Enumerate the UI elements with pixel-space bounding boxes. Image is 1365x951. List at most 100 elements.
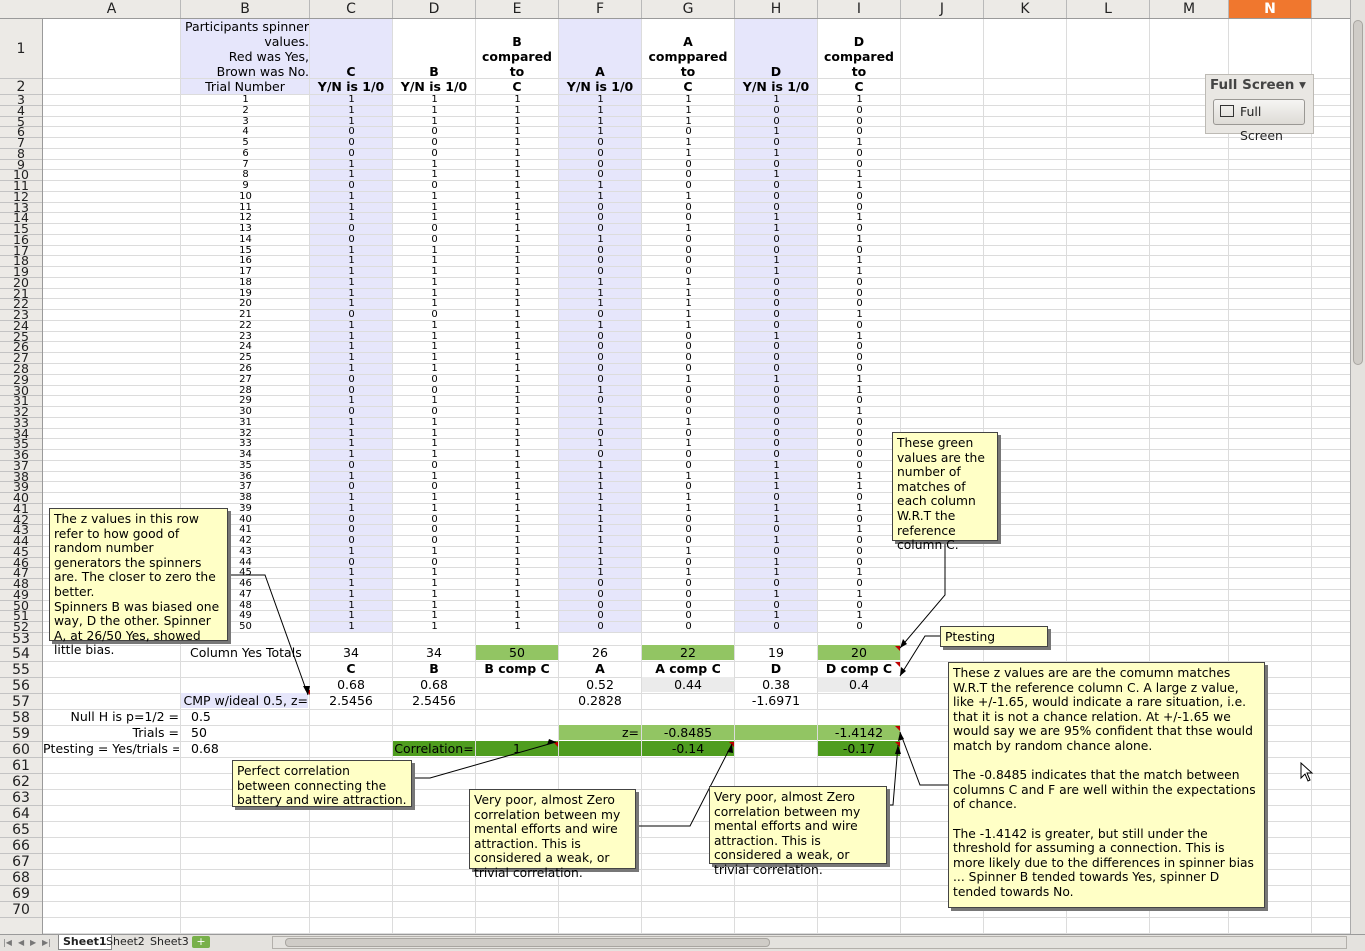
trial-cell-c[interactable]: 0	[348, 525, 355, 536]
trial-cell-c[interactable]: 0	[348, 148, 355, 159]
trial-cell-g[interactable]: 0	[685, 213, 692, 224]
trial-cell-i[interactable]: 1	[856, 170, 863, 181]
trial-cell-e[interactable]: 1	[514, 202, 521, 213]
trial-cell-c[interactable]: 1	[348, 471, 355, 482]
trial-cell-h[interactable]: 1	[773, 536, 780, 547]
trial-cell-h[interactable]: 1	[773, 170, 780, 181]
trial-cell-c[interactable]: 0	[348, 234, 355, 245]
column-header-a[interactable]: A	[43, 0, 181, 18]
trial-cell-e[interactable]: 1	[514, 288, 521, 299]
row-header[interactable]: 47	[0, 568, 42, 580]
horizontal-scrollbar[interactable]	[272, 936, 1347, 949]
chevron-down-icon[interactable]: ▾	[1299, 77, 1306, 93]
trial-cell-f[interactable]: 0	[597, 148, 604, 159]
trial-cell-d[interactable]: 1	[431, 364, 438, 374]
trial-cell-e[interactable]: 1	[514, 95, 521, 105]
trial-number-cell[interactable]: 18	[239, 277, 252, 288]
trial-cell-g[interactable]: 0	[685, 353, 692, 364]
trial-cell-f[interactable]: 0	[597, 450, 604, 461]
trial-cell-d[interactable]: 1	[431, 568, 438, 579]
trial-cell-f[interactable]: 0	[597, 589, 604, 600]
trial-cell-h[interactable]: 0	[773, 493, 780, 504]
trial-cell-d[interactable]: 0	[431, 460, 438, 471]
total-d[interactable]: 34	[426, 645, 442, 660]
trial-cell-i[interactable]: 0	[856, 450, 863, 461]
row-header[interactable]: 53	[0, 633, 42, 646]
trial-cell-f[interactable]: 0	[597, 428, 604, 439]
column-header-i[interactable]: I	[818, 0, 901, 18]
trial-cell-e[interactable]: 1	[514, 116, 521, 127]
trial-cell-e[interactable]: 1	[514, 245, 521, 256]
trial-cell-e[interactable]: 1	[514, 600, 521, 611]
trial-cell-i[interactable]: 1	[856, 234, 863, 245]
trial-number-cell[interactable]: 42	[239, 536, 252, 547]
row-header[interactable]: 35	[0, 439, 42, 451]
trial-number-cell[interactable]: 23	[239, 331, 252, 342]
trial-cell-f[interactable]: 1	[597, 460, 604, 471]
trial-cell-i[interactable]: 1	[856, 407, 863, 418]
tab-sheet3[interactable]: Sheet3	[150, 935, 189, 948]
trial-number-cell[interactable]: 25	[239, 353, 252, 364]
trial-cell-c[interactable]: 1	[348, 320, 355, 331]
trial-cell-e[interactable]: 1	[514, 234, 521, 245]
trial-cell-g[interactable]: 0	[685, 396, 692, 407]
trial-cell-i[interactable]: 1	[856, 310, 863, 321]
trial-cell-i[interactable]: 1	[856, 256, 863, 267]
row-header[interactable]: 15	[0, 224, 42, 235]
comment-marker-i54[interactable]	[895, 662, 900, 667]
trial-cell-e[interactable]: 1	[514, 557, 521, 568]
trial-cell-g[interactable]: 0	[685, 460, 692, 471]
trial-cell-g[interactable]: 1	[685, 224, 692, 235]
total-f[interactable]: 26	[592, 645, 608, 660]
trial-cell-f[interactable]: 0	[597, 396, 604, 407]
row-header[interactable]: 70	[0, 902, 42, 918]
trial-cell-d[interactable]: 1	[431, 213, 438, 224]
trial-cell-c[interactable]: 1	[348, 299, 355, 310]
z-h[interactable]: -1.6971	[751, 693, 801, 708]
trial-cell-i[interactable]: 1	[856, 589, 863, 600]
trial-number-cell[interactable]: 5	[242, 138, 249, 149]
row-header[interactable]: 43	[0, 525, 42, 537]
row-header[interactable]: 56	[0, 678, 42, 694]
trial-number-cell[interactable]: 46	[239, 579, 252, 590]
trial-cell-e[interactable]: 1	[514, 364, 521, 374]
trial-cell-e[interactable]: 1	[514, 514, 521, 525]
trial-number-cell[interactable]: 32	[239, 428, 252, 439]
trial-cell-c[interactable]: 0	[348, 138, 355, 149]
row-header[interactable]: 63	[0, 790, 42, 806]
row-header[interactable]: 26	[0, 342, 42, 354]
note-z-matches[interactable]: These z values are are the comumn matche…	[948, 662, 1265, 908]
trial-cell-c[interactable]: 1	[348, 611, 355, 622]
trial-cell-h[interactable]: 0	[773, 385, 780, 396]
row-header[interactable]: 51	[0, 611, 42, 623]
trial-cell-c[interactable]: 1	[348, 600, 355, 611]
trial-cell-i[interactable]: 0	[856, 224, 863, 235]
total-e[interactable]: 50	[476, 645, 558, 660]
row-header[interactable]: 58	[0, 710, 42, 726]
trial-cell-f[interactable]: 0	[597, 600, 604, 611]
trial-cell-f[interactable]: 0	[597, 224, 604, 235]
trial-cell-i[interactable]: 1	[856, 95, 863, 105]
row-header[interactable]: 19	[0, 267, 42, 278]
trial-cell-f[interactable]: 1	[597, 105, 604, 116]
z-c[interactable]: 2.5456	[329, 693, 373, 708]
trial-cell-f[interactable]: 0	[597, 331, 604, 342]
z-d[interactable]: 2.5456	[412, 693, 456, 708]
note-ptesting[interactable]: Ptesting	[940, 626, 1048, 647]
row-header[interactable]: 17	[0, 246, 42, 257]
trial-cell-g[interactable]: 1	[685, 320, 692, 331]
comment-marker-i53[interactable]	[895, 646, 900, 651]
trial-number-cell[interactable]: 30	[239, 407, 252, 418]
note-green-values[interactable]: These green values are the number of mat…	[892, 432, 998, 552]
trial-cell-f[interactable]: 1	[597, 116, 604, 127]
row-header[interactable]: 4	[0, 106, 42, 117]
row-header[interactable]: 62	[0, 774, 42, 790]
row-header[interactable]: 48	[0, 579, 42, 590]
trial-cell-g[interactable]: 1	[685, 191, 692, 202]
trial-cell-i[interactable]: 0	[856, 202, 863, 213]
trial-cell-g[interactable]: 1	[685, 138, 692, 149]
trial-cell-e[interactable]: 1	[514, 536, 521, 547]
trial-cell-f[interactable]: 0	[597, 256, 604, 267]
trial-cell-g[interactable]: 1	[685, 374, 692, 385]
trial-cell-i[interactable]: 0	[856, 546, 863, 557]
